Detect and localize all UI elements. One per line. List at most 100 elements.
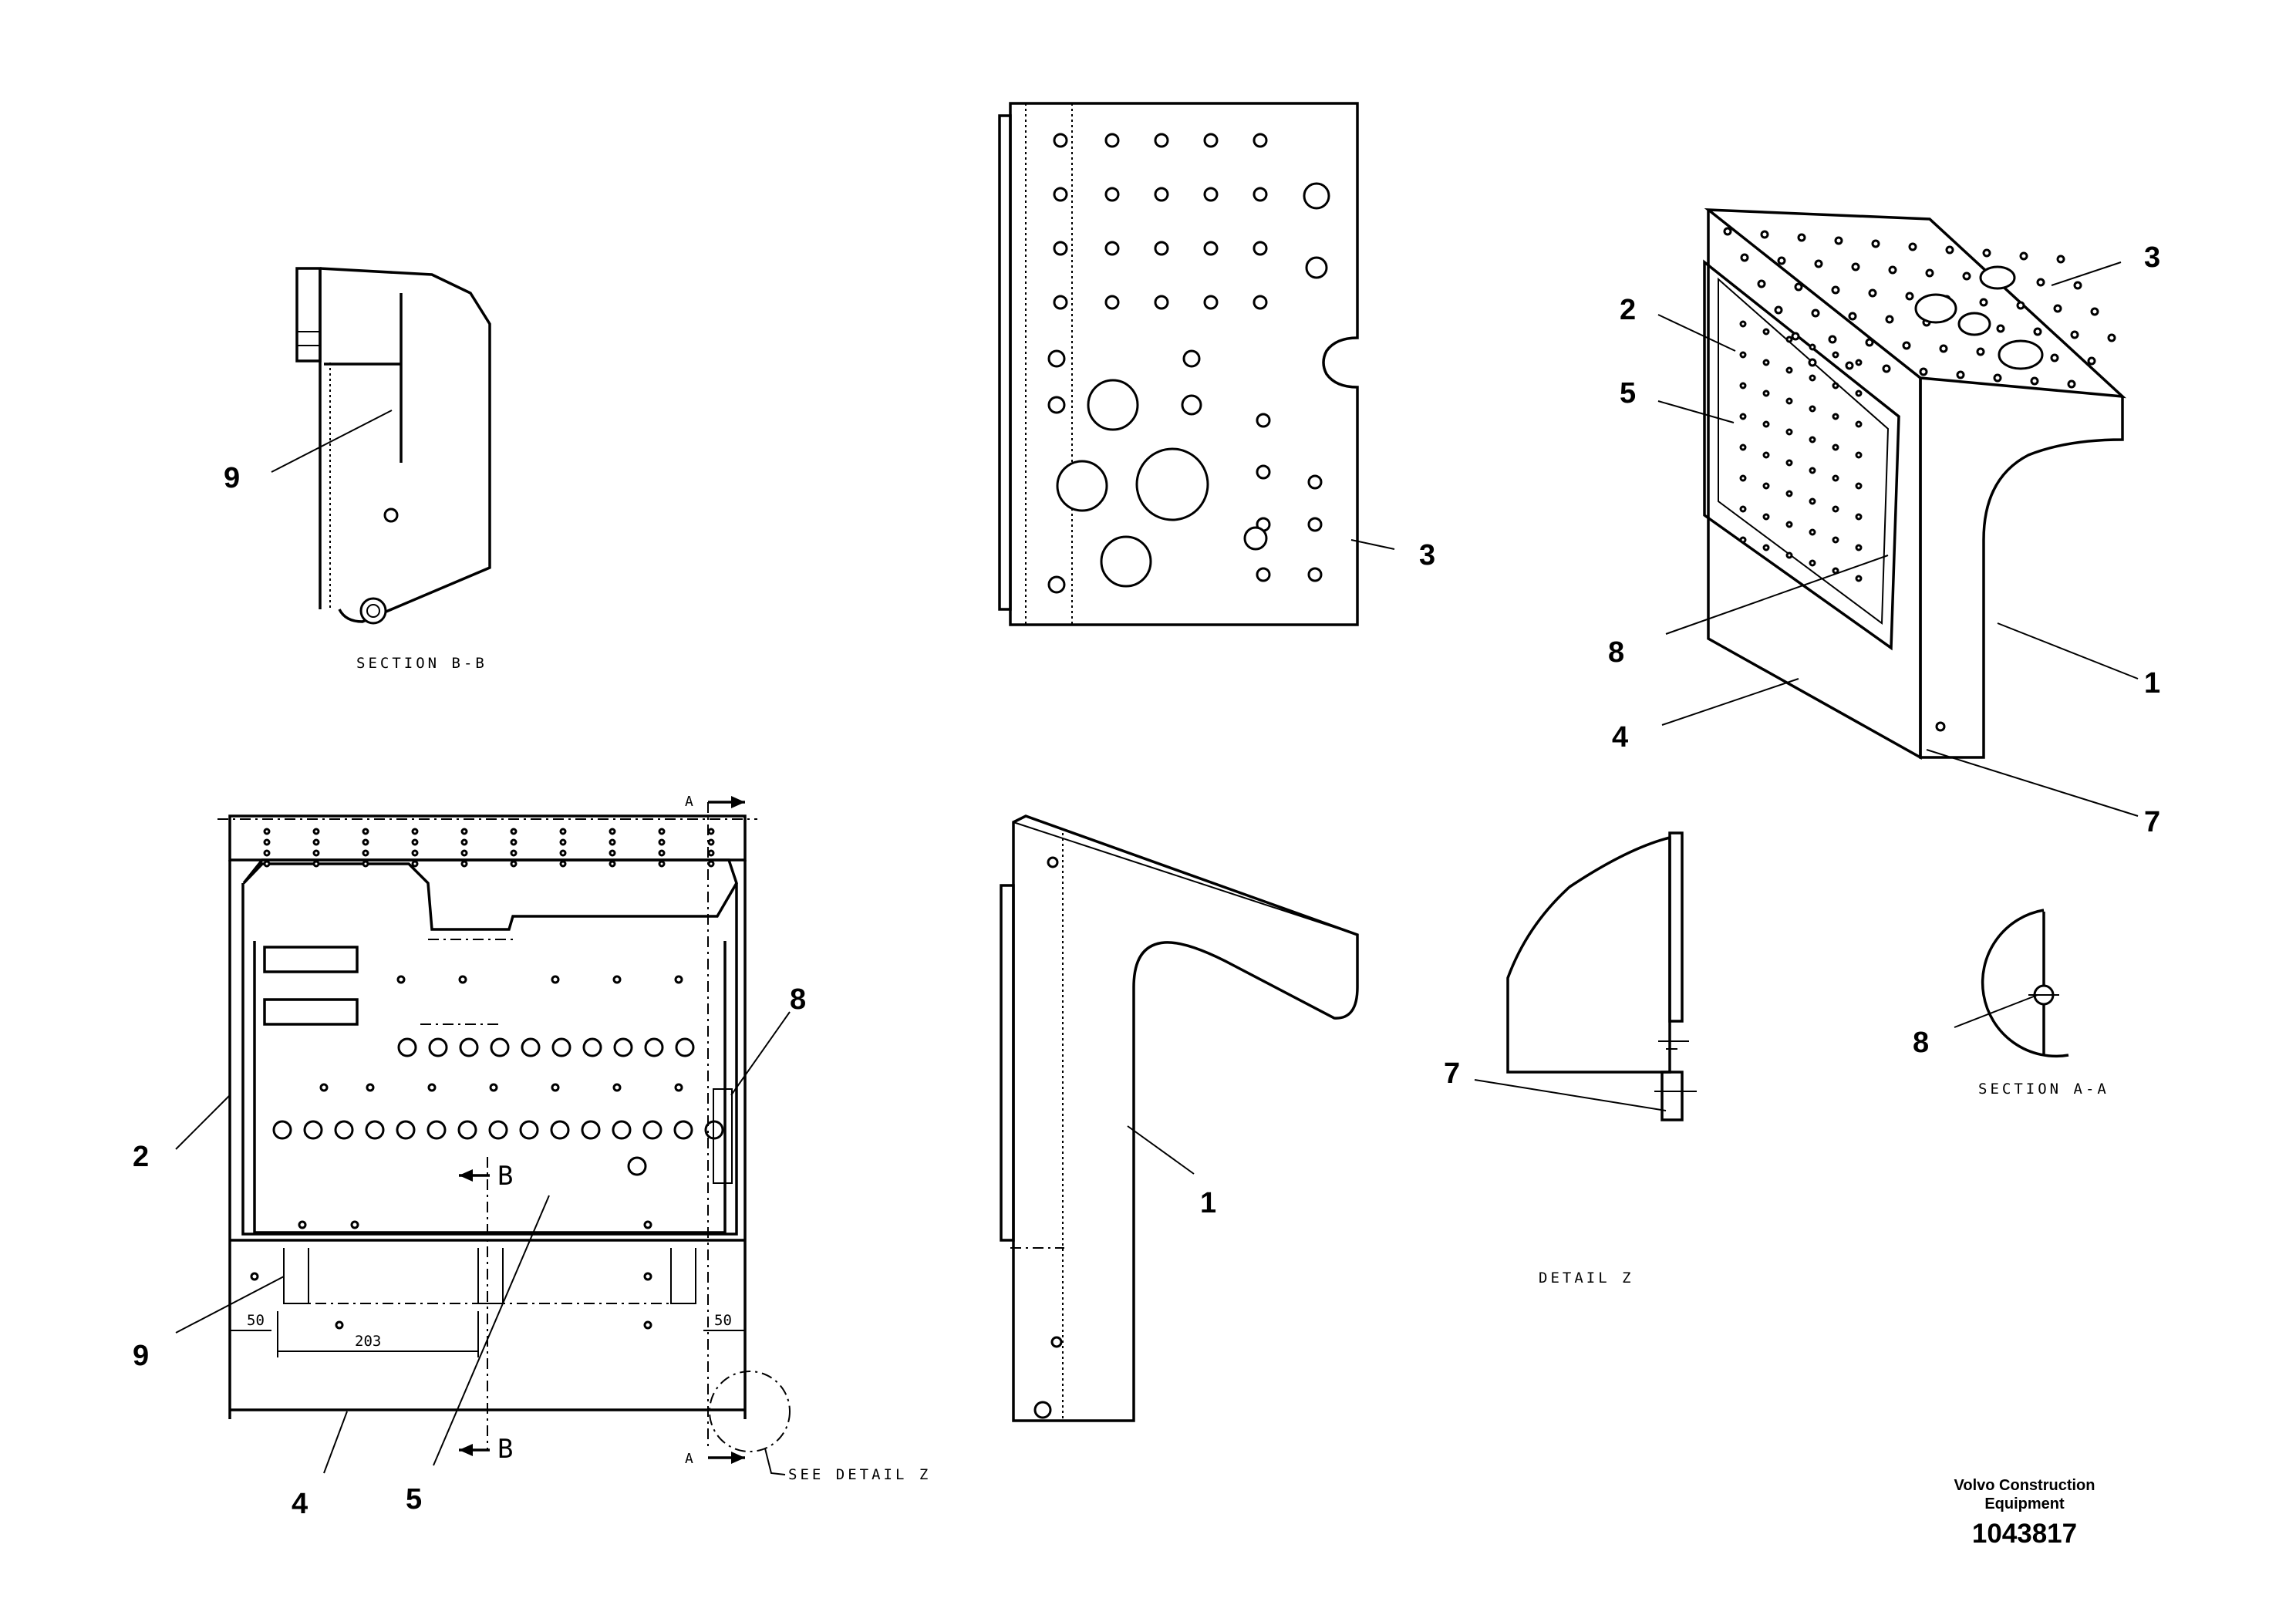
front-top-hole <box>658 828 666 835</box>
dim-left-50: 50 <box>247 1312 265 1329</box>
iso-top-hole <box>1925 268 1934 278</box>
plate-hole <box>1047 396 1066 414</box>
iso-panel-hole <box>1739 413 1747 420</box>
iso-panel-hole <box>1809 497 1816 505</box>
iso-panel-hole <box>1832 382 1839 389</box>
plate-hole <box>1203 133 1219 148</box>
iso-panel-hole <box>1762 328 1770 336</box>
front-small-hole <box>250 1272 259 1281</box>
iso-top-hole <box>1919 367 1928 376</box>
plate-hole <box>1243 526 1268 551</box>
iso-panel-hole <box>1809 374 1816 382</box>
front-small-hole <box>458 975 467 984</box>
front-top-hole <box>559 860 567 868</box>
iso-top-hole <box>2053 304 2062 313</box>
front-top-hole <box>658 860 666 868</box>
iso-panel-hole <box>1832 413 1839 420</box>
iso-top-hole <box>1868 288 1877 298</box>
iso-top-hole <box>1902 341 1911 350</box>
front-top-hole <box>362 849 369 857</box>
front-hole-row-1 <box>459 1037 479 1057</box>
callouts: 9 3 3 2 5 8 1 4 7 2 8 9 4 5 1 7 8 <box>133 241 2160 1520</box>
plate-hole <box>1307 474 1323 490</box>
plate-hole <box>1203 241 1219 256</box>
iso-top-hole <box>1851 262 1860 271</box>
front-top-hole <box>609 849 616 857</box>
callout-1-side: 1 <box>1200 1187 1216 1219</box>
front-top-hole <box>707 860 715 868</box>
dim-right-50: 50 <box>714 1312 732 1329</box>
see-detail-z: SEE DETAIL Z <box>788 1466 931 1483</box>
front-small-hole <box>643 1272 652 1281</box>
iso-panel-hole <box>1832 505 1839 513</box>
iso-top-hole <box>1882 364 1891 373</box>
iso-top-hole <box>1797 233 1806 242</box>
drawing-number: 1043817 <box>1972 1519 2077 1549</box>
plate-hole <box>1053 133 1068 148</box>
iso-panel-hole <box>1762 451 1770 459</box>
iso-panel-hole <box>1832 351 1839 359</box>
iso-top-hole <box>2033 327 2042 336</box>
front-hole-row-2 <box>673 1120 693 1140</box>
front-top-hole <box>609 828 616 835</box>
plate-hole <box>1253 295 1268 310</box>
iso-panel-hole <box>1809 528 1816 536</box>
front-small-hole <box>350 1220 359 1229</box>
plate-hole <box>1182 349 1201 368</box>
front-top-hole <box>510 860 518 868</box>
isometric-view <box>1703 208 2126 760</box>
plate-hole <box>1256 567 1271 582</box>
iso-panel-hole <box>1762 420 1770 428</box>
iso-top-hole <box>2073 281 2082 290</box>
iso-panel-hole <box>1785 459 1793 467</box>
front-small-hole <box>674 975 683 984</box>
front-top-hole <box>460 860 468 868</box>
front-top-hole <box>312 838 320 846</box>
iso-panel-hole <box>1739 443 1747 451</box>
iso-panel-hole <box>1785 397 1793 405</box>
front-top-hole <box>312 828 320 835</box>
iso-top-hole <box>2087 356 2096 366</box>
front-small-hole <box>427 1083 437 1092</box>
section-a-a-view: SECTION A-A <box>1978 909 2106 1098</box>
front-hole-row-2 <box>612 1120 632 1140</box>
callout-3-plate: 3 <box>1419 539 1435 572</box>
callout-3-iso: 3 <box>2144 241 2160 274</box>
plate-hole <box>1154 187 1169 202</box>
detail-z-title: DETAIL Z <box>1539 1270 1634 1286</box>
front-hole-row-2 <box>488 1120 508 1140</box>
iso-panel-hole <box>1785 521 1793 528</box>
callout-1-iso: 1 <box>2144 667 2160 700</box>
callout-2-front: 2 <box>133 1141 149 1173</box>
iso-top-hole <box>1848 312 1857 321</box>
iso-panel-hole <box>1832 474 1839 482</box>
iso-top-hole <box>1828 335 1837 344</box>
iso-panel-hole <box>1855 482 1863 490</box>
front-hole-row-2 <box>303 1120 323 1140</box>
iso-panel-hole <box>1832 536 1839 544</box>
iso-panel-hole <box>1855 359 1863 366</box>
front-small-hole <box>674 1083 683 1092</box>
callout-5-iso: 5 <box>1620 377 1636 410</box>
plate-hole <box>1307 517 1323 532</box>
callout-9-section: 9 <box>224 462 240 494</box>
plate-hole <box>1256 464 1271 480</box>
plate-hole <box>1253 187 1268 202</box>
iso-panel-hole <box>1785 366 1793 374</box>
iso-top-hole <box>1908 242 1917 251</box>
plate-hole <box>1104 241 1120 256</box>
front-top-hole <box>707 828 715 835</box>
front-top-hole <box>411 849 419 857</box>
title-block: Volvo Construction Equipment 1043817 <box>1954 1477 2095 1549</box>
iso-panel-hole <box>1739 505 1747 513</box>
iso-top-hole <box>2016 301 2025 310</box>
plate-hole <box>1253 241 1268 256</box>
iso-panel-hole <box>1739 382 1747 389</box>
front-small-hole <box>366 1083 375 1092</box>
front-top-hole <box>460 838 468 846</box>
iso-top-hole <box>1905 292 1914 301</box>
front-top-hole <box>559 849 567 857</box>
front-top-hole <box>312 860 320 868</box>
iso-panel-hole <box>1762 513 1770 521</box>
